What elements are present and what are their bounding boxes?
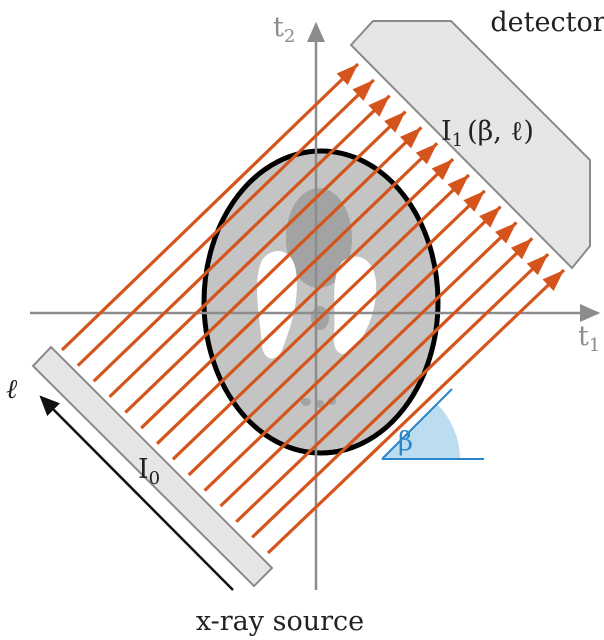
xray-beam-arrowhead [399, 127, 422, 149]
t2-axis-label: t2 [273, 12, 295, 47]
xray-beam [92, 94, 391, 383]
xray-beam-arrowhead [415, 143, 438, 165]
phantom-outline [201, 148, 441, 456]
xray-beam-arrowhead [336, 64, 358, 86]
xray-beam [76, 78, 375, 367]
source-label: x-ray source [196, 606, 364, 637]
xray-beam [108, 110, 407, 398]
xray-beam-arrowhead [526, 254, 549, 276]
angle-label: β [398, 427, 413, 457]
detector-panel [349, 20, 591, 270]
xray-beam-arrowhead [479, 206, 501, 228]
axes [30, 21, 601, 590]
angle-marker [381, 388, 484, 460]
offset-arrow [39, 395, 234, 591]
phantom-right-lobe [333, 256, 377, 354]
xray-beam-arrowhead [431, 159, 454, 181]
xray-beam-arrowhead [542, 270, 564, 291]
xray-beam-arrowhead [384, 111, 406, 133]
xray-beam [219, 221, 518, 508]
xray-beam-arrowhead [510, 238, 533, 260]
xray-beam [124, 126, 423, 414]
source-plate [31, 345, 274, 588]
xray-beam-arrowhead [447, 174, 469, 196]
angle-ray-line [381, 388, 453, 460]
xray-beam [203, 205, 502, 492]
intensity-in-label: I0 [138, 454, 160, 489]
angle-wedge [382, 404, 460, 459]
xray-beam [140, 142, 439, 430]
xray-beam-arrowhead [495, 222, 517, 244]
ray-bundle [60, 62, 566, 555]
xray-beam [266, 268, 566, 555]
xray-beam-arrowhead [352, 79, 374, 101]
xray-beam [60, 62, 360, 352]
xray-beam [235, 237, 534, 523]
xray-beam [155, 157, 455, 445]
xray-beam [187, 189, 486, 477]
intensity-out-label: I1(β, ℓ) [441, 116, 534, 151]
offset-label: ℓ [6, 374, 18, 405]
phantom-small-spot-1 [301, 398, 311, 406]
xray-beam [251, 252, 550, 539]
xray-beam-arrowhead [368, 95, 390, 117]
xray-beam [171, 173, 471, 461]
xray-beam-arrowhead [463, 190, 485, 212]
t1-axis-label: t1 [578, 321, 600, 356]
phantom-small-spot-2 [316, 400, 324, 408]
detector-label: detector [490, 7, 604, 38]
